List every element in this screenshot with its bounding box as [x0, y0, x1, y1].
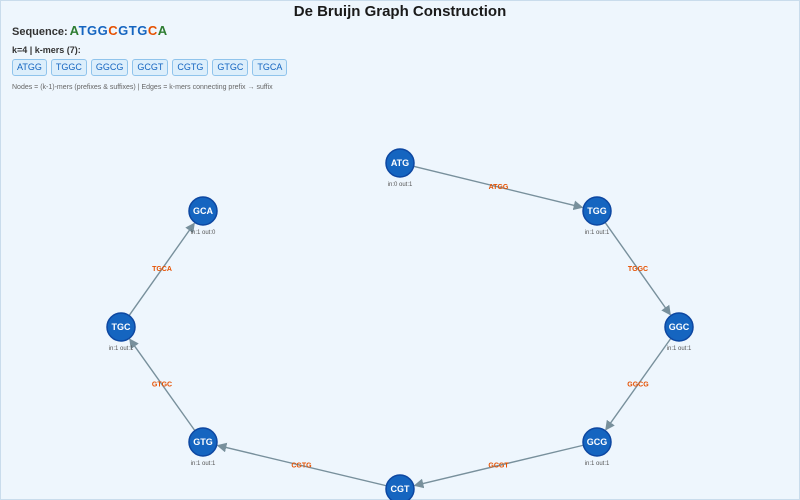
node-circle	[106, 312, 136, 342]
sequence-row: Sequence: ATGGCGTGCA	[12, 23, 168, 41]
node-degree: in:0 out:1	[388, 182, 413, 188]
edge-label: TGCA	[152, 266, 172, 273]
edge-label: GTGC	[152, 382, 172, 389]
page-title: De Bruijn Graph Construction	[293, 3, 507, 20]
sequence-base: C	[147, 23, 158, 38]
kmer-chip: GTGC	[212, 59, 249, 76]
node-label: CGT	[391, 484, 411, 494]
node-circle	[582, 427, 612, 457]
node-ggc: GGC in:1 out:1	[664, 312, 694, 352]
node-label: GGC	[669, 322, 690, 332]
node-gcg: GCG in:1 out:1	[582, 427, 612, 467]
node-tgg: TGG in:1 out:1	[582, 196, 612, 236]
graph-legend: Nodes = (k-1)-mers (prefixes & suffixes)…	[12, 84, 273, 91]
node-degree: in:1 out:1	[667, 346, 692, 352]
node-label: GTG	[193, 437, 213, 447]
node-label: ATG	[391, 158, 409, 168]
edge-cgtg	[216, 442, 387, 487]
sequence-base: T	[78, 23, 88, 38]
edge-tggc	[604, 222, 671, 316]
sequence-base: G	[97, 23, 109, 38]
node-degree: in:1 out:1	[191, 461, 216, 467]
edge-tgca	[128, 222, 195, 316]
edge-ggcg	[605, 337, 672, 431]
node-circle	[188, 196, 218, 226]
edge-label: GGCG	[627, 382, 649, 389]
sequence-base: G	[118, 23, 129, 38]
sequence-base: C	[108, 23, 119, 38]
kmer-chip: CGTG	[172, 59, 209, 76]
kmer-chip: TGCA	[252, 59, 288, 76]
edge-label: TGGC	[628, 266, 648, 273]
node-label: TGC	[112, 322, 131, 332]
node-circle	[582, 196, 612, 226]
node-circle	[385, 474, 415, 500]
sequence-base: A	[69, 23, 79, 38]
node-degree: in:1 out:0	[191, 230, 216, 236]
node-cgt: CGT	[385, 474, 415, 500]
sequence-base: G	[87, 23, 98, 38]
kmer-chip: GCGT	[132, 59, 169, 76]
node-label: TGG	[587, 206, 607, 216]
node-circle	[385, 148, 415, 178]
node-degree: in:1 out:1	[585, 461, 610, 467]
sequence-base: A	[157, 23, 168, 38]
node-atg: ATG in:0 out:1	[385, 148, 415, 188]
edge-label: GCGT	[488, 463, 509, 470]
node-label: GCA	[193, 206, 214, 216]
node-degree: in:1 out:1	[585, 230, 610, 236]
sequence-value: ATGGCGTGCA	[70, 23, 168, 38]
sequence-label: Sequence:	[12, 26, 68, 38]
sequence-base: T	[128, 23, 138, 38]
kmers-label: k=4 | k-mers (7):	[12, 45, 81, 55]
edge-atgg	[413, 165, 584, 211]
node-gca: GCA in:1 out:0	[188, 196, 218, 236]
node-degree: in:1 out:1	[109, 346, 134, 352]
kmer-chip: TGGC	[50, 59, 87, 76]
edge-gtgc	[129, 338, 196, 432]
node-circle	[188, 427, 218, 457]
node-gtg: GTG in:1 out:1	[188, 427, 218, 467]
kmer-chip: GGCG	[90, 59, 129, 76]
node-circle	[664, 312, 694, 342]
edge-label: CGTG	[291, 463, 312, 470]
kmer-chip: ATGG	[12, 59, 47, 76]
node-tgc: TGC in:1 out:1	[106, 312, 136, 352]
edge-label: ATGG	[489, 184, 509, 191]
node-label: GCG	[587, 437, 608, 447]
sequence-base: G	[137, 23, 148, 38]
edge-gcgt	[413, 444, 584, 489]
